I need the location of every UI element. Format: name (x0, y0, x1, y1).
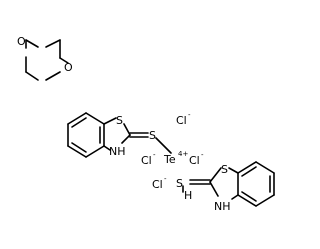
bond (209, 181, 219, 197)
structure-drawing: O O S NH S Te 4+ Cl - Cl - C (17, 35, 275, 213)
bond (123, 123, 131, 136)
bond (71, 117, 87, 128)
bond (237, 194, 257, 207)
bond (45, 39, 61, 48)
bond (121, 134, 131, 144)
chloride-charge-label: - (188, 111, 191, 119)
chloride-charge-label: - (164, 175, 167, 183)
chloride-charge-label: - (201, 151, 204, 159)
hydrogen-atom-label: H (184, 189, 192, 202)
tellurium-center: Te 4+ Cl - Cl - Cl - Cl - S H (141, 111, 204, 202)
bond (241, 191, 257, 202)
chloride-label: Cl (189, 154, 200, 167)
dioxane-molecule: O O (17, 35, 73, 81)
benzothiazole-left: S NH S (67, 112, 172, 158)
bond (255, 194, 275, 207)
bond (45, 71, 61, 81)
bond (25, 71, 39, 81)
bond (25, 39, 39, 48)
bond (59, 57, 69, 64)
bond (85, 145, 105, 158)
bond (231, 194, 239, 200)
chloride-label: Cl (176, 114, 187, 127)
bond (237, 161, 257, 174)
bond (71, 142, 87, 153)
amine-atom-label: NH (109, 145, 126, 158)
bond (255, 161, 275, 174)
benzothiazole-right: S NH (182, 161, 275, 213)
bond (67, 145, 87, 158)
sulfur-atom-label: S (221, 163, 228, 176)
bond (155, 137, 172, 154)
sulfur-atom-label: S (176, 177, 183, 190)
tellurium-atom-label: Te (163, 153, 176, 166)
oxygen-atom-label: O (64, 61, 73, 74)
tellurium-charge-label: 4+ (178, 150, 188, 158)
sulfur-atom-label: S (149, 129, 156, 142)
bond (85, 112, 105, 125)
chloride-label: Cl (141, 154, 152, 167)
bond (103, 117, 117, 125)
oxygen-atom-label: O (17, 35, 26, 48)
bond (67, 112, 87, 125)
chloride-charge-label: - (153, 151, 156, 159)
bond (209, 167, 222, 183)
bond (241, 166, 257, 177)
chloride-label: Cl (152, 178, 163, 191)
sulfur-atom-label: S (116, 114, 123, 127)
bond (228, 167, 239, 174)
amine-atom-label: NH (214, 200, 231, 213)
bond (103, 145, 111, 151)
chemical-structure-diagram: O O S NH S Te 4+ Cl - Cl - C (17, 35, 275, 213)
